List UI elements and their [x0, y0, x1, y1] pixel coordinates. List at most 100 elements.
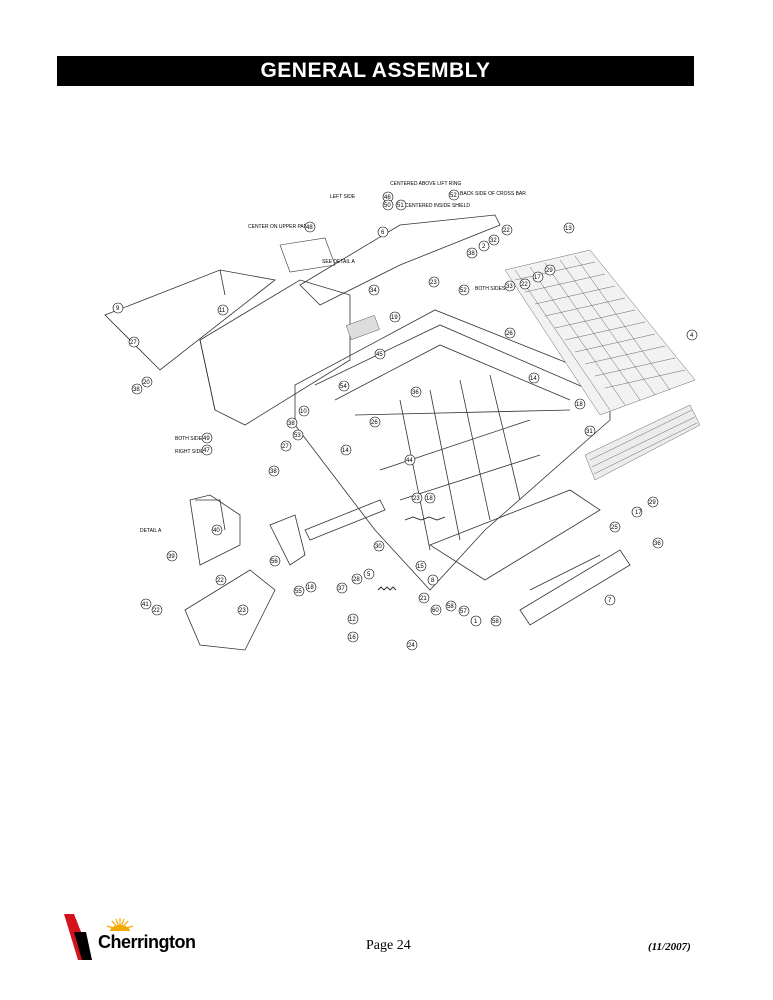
svg-text:BACK SIDE OF CROSS BAR: BACK SIDE OF CROSS BAR: [460, 191, 526, 197]
callout: 55: [293, 585, 305, 597]
callout: 53: [292, 429, 304, 441]
callout: 36: [410, 386, 422, 398]
callout: 37: [336, 582, 348, 594]
callout: 40: [211, 524, 223, 536]
svg-text:48: 48: [306, 225, 313, 231]
callout: 10: [298, 405, 310, 417]
label-panel: [279, 237, 336, 273]
svg-text:CENTERED INSIDE SHIELD: CENTERED INSIDE SHIELD: [405, 203, 470, 209]
callout-bubbles: 46 50 51 52 22 13 6 32 2 38 17 29 48 33 …: [112, 189, 698, 651]
callout: 36: [652, 537, 664, 549]
svg-text:CENTERED ABOVE LIFT RING: CENTERED ABOVE LIFT RING: [390, 181, 461, 187]
logo-wordmark: Cherrington: [98, 932, 196, 952]
callout: 33: [504, 280, 516, 292]
svg-text:17: 17: [635, 510, 642, 516]
callout: 16: [347, 631, 359, 643]
svg-text:2: 2: [482, 244, 486, 250]
callout: 51: [395, 199, 407, 211]
svg-text:23: 23: [413, 496, 420, 502]
callout: 15: [415, 560, 427, 572]
svg-text:27: 27: [130, 340, 137, 346]
callout: 24: [406, 639, 418, 651]
callout: 38: [286, 417, 298, 429]
top-shield: [299, 214, 501, 306]
svg-text:38: 38: [288, 421, 295, 427]
page-number: Page 24: [366, 938, 411, 953]
svg-text:38: 38: [133, 387, 140, 393]
callout: 21: [418, 592, 430, 604]
svg-text:25: 25: [611, 525, 618, 531]
callout: 54: [338, 380, 350, 392]
svg-text:58: 58: [447, 604, 454, 610]
callout: 4: [686, 329, 698, 341]
svg-text:13: 13: [565, 226, 572, 232]
svg-text:55: 55: [295, 589, 302, 595]
callout: 48: [304, 221, 316, 233]
svg-text:CENTER ON UPPER PANEL: CENTER ON UPPER PANEL: [248, 224, 314, 230]
svg-text:39: 39: [168, 554, 175, 560]
callout: 26: [369, 416, 381, 428]
upper-rear-panel: [199, 279, 351, 426]
svg-text:10: 10: [300, 409, 307, 415]
svg-text:28: 28: [353, 577, 360, 583]
svg-text:53: 53: [294, 433, 301, 439]
callout: 13: [563, 222, 575, 234]
callout: 5: [363, 568, 375, 580]
callout: 25: [609, 521, 621, 533]
page-title: GENERAL ASSEMBLY: [260, 59, 491, 82]
callout: 34: [368, 284, 380, 296]
svg-text:23: 23: [239, 608, 246, 614]
callout: 45: [374, 348, 386, 360]
svg-text:50: 50: [384, 203, 391, 209]
svg-text:47: 47: [203, 448, 210, 454]
svg-text:17: 17: [534, 275, 541, 281]
svg-text:29: 29: [649, 500, 656, 506]
callout: 27: [280, 440, 292, 452]
svg-text:12: 12: [349, 617, 356, 623]
svg-text:1: 1: [474, 619, 478, 625]
callout: 29: [544, 264, 556, 276]
exploded-assembly-diagram: LEFT SIDE CENTERED ABOVE LIFT RING CENTE…: [104, 181, 700, 651]
callout: 12: [347, 613, 359, 625]
svg-text:LEFT SIDE: LEFT SIDE: [330, 194, 356, 200]
svg-text:BOTH SIDES: BOTH SIDES: [175, 436, 206, 442]
main-frame: [294, 309, 611, 591]
callout: 18: [305, 581, 317, 593]
callout: 17: [631, 506, 642, 518]
lower-chute: [429, 489, 601, 581]
svg-text:52: 52: [450, 193, 457, 199]
svg-text:41: 41: [142, 602, 149, 608]
callout: 20: [141, 376, 153, 388]
svg-text:26: 26: [371, 420, 378, 426]
svg-text:46: 46: [384, 195, 391, 201]
svg-text:60: 60: [432, 608, 439, 614]
svg-text:18: 18: [307, 585, 314, 591]
callout: 22: [519, 278, 531, 290]
svg-text:38: 38: [270, 469, 277, 475]
callout: 7: [604, 594, 616, 606]
svg-text:37: 37: [338, 586, 345, 592]
svg-text:57: 57: [460, 609, 467, 615]
callout: 1: [470, 615, 482, 627]
callout: 58: [490, 615, 502, 627]
svg-text:18: 18: [576, 402, 583, 408]
svg-text:56: 56: [271, 559, 278, 565]
callout: 9: [112, 302, 124, 314]
callout: 23: [237, 604, 249, 616]
svg-text:40: 40: [213, 528, 220, 534]
callout: 6: [377, 226, 389, 238]
svg-text:54: 54: [340, 384, 347, 390]
callout: 31: [584, 425, 596, 437]
callout: 50: [382, 199, 394, 211]
revision-date: (11/2007): [648, 941, 691, 953]
callout: 8: [427, 574, 439, 586]
svg-text:5: 5: [367, 572, 371, 578]
callout: 38: [131, 383, 143, 395]
callout: 29: [647, 496, 659, 508]
svg-text:49: 49: [203, 436, 210, 442]
svg-text:32: 32: [490, 238, 497, 244]
detail-a-bracket: [189, 494, 241, 566]
svg-text:15: 15: [417, 564, 424, 570]
svg-text:22: 22: [217, 578, 224, 584]
callout: 38: [268, 465, 280, 477]
